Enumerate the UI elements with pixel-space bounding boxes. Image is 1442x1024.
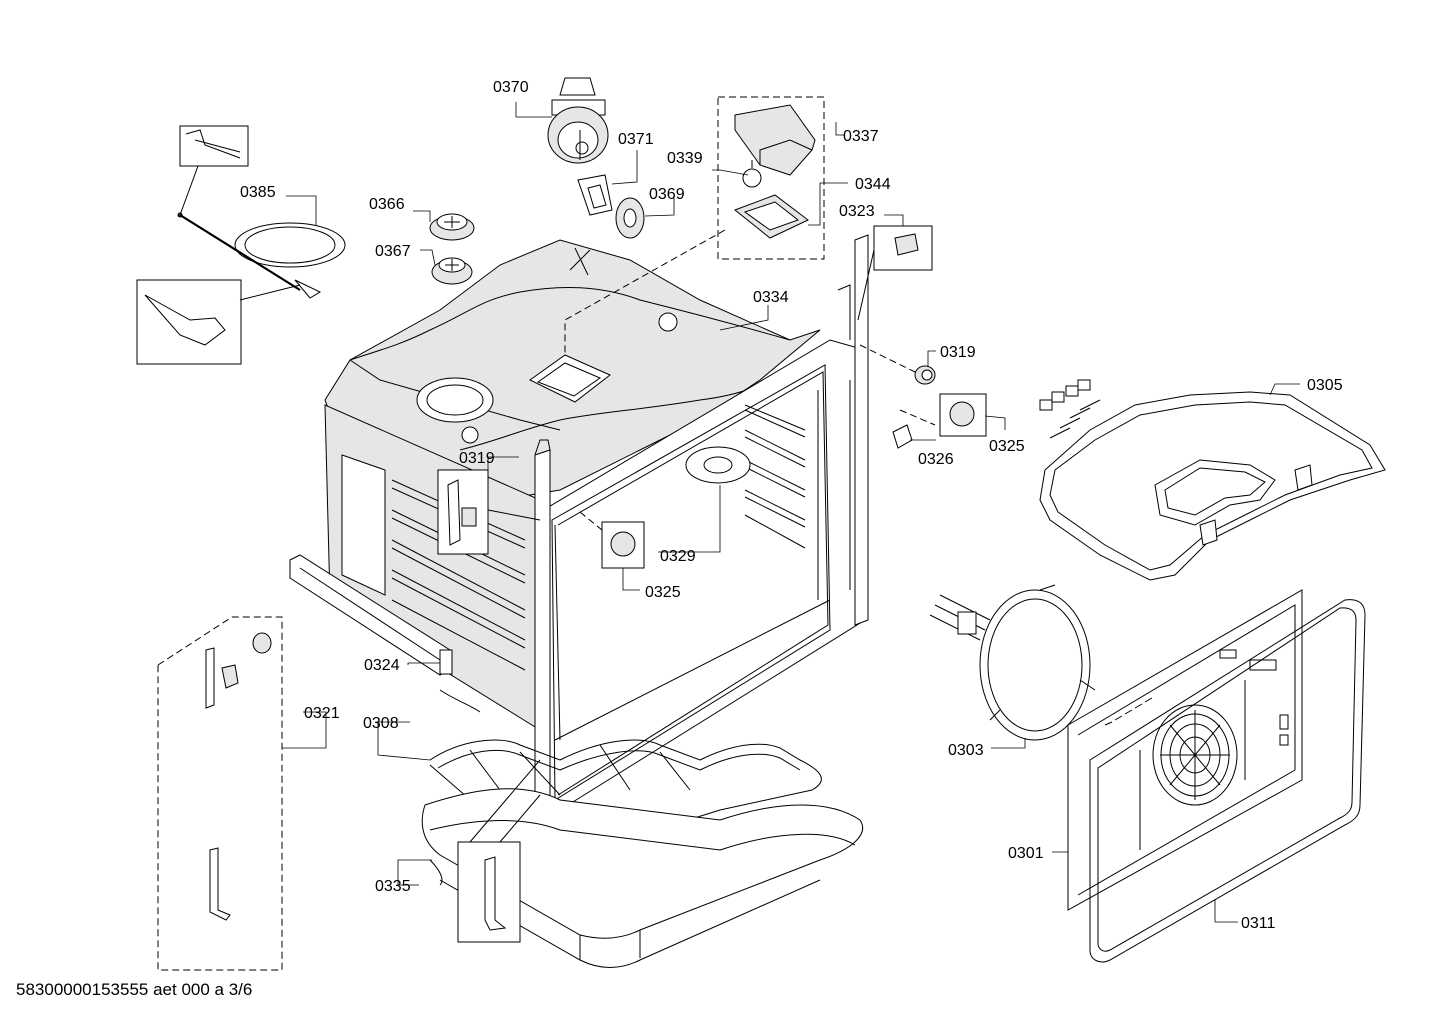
lamp-assembly-box bbox=[717, 96, 825, 260]
label-0319-right: 0319 bbox=[940, 344, 976, 361]
label-0329: 0329 bbox=[660, 548, 696, 565]
label-0323: 0323 bbox=[839, 203, 875, 220]
label-0321: 0321 bbox=[304, 705, 340, 722]
label-0371: 0371 bbox=[618, 131, 654, 148]
label-0334: 0334 bbox=[753, 289, 789, 306]
lamp-holder-left-box bbox=[437, 469, 541, 555]
top-grill-element bbox=[1039, 379, 1386, 581]
fan-motor bbox=[547, 77, 609, 164]
label-0366: 0366 bbox=[369, 196, 405, 213]
label-0308: 0308 bbox=[363, 715, 399, 732]
gasket-ring bbox=[615, 197, 645, 239]
clip-detail-box bbox=[857, 225, 933, 321]
temperature-sensor-cable bbox=[136, 125, 346, 365]
leader-lines bbox=[282, 102, 1300, 923]
label-0335: 0335 bbox=[375, 878, 411, 895]
knob-lower bbox=[431, 257, 473, 285]
knob-upper bbox=[429, 213, 475, 241]
door-seal bbox=[1089, 599, 1366, 963]
rear-panel bbox=[1067, 589, 1303, 911]
label-0303: 0303 bbox=[948, 742, 984, 759]
label-0385: 0385 bbox=[240, 184, 276, 201]
lamp-holder-right bbox=[859, 344, 936, 385]
retaining-clip bbox=[892, 409, 936, 449]
bottom-insulation-mat bbox=[421, 788, 863, 968]
label-0311: 0311 bbox=[1241, 915, 1276, 932]
label-0324: 0324 bbox=[364, 657, 400, 674]
label-0344: 0344 bbox=[855, 176, 891, 193]
label-0325-left: 0325 bbox=[645, 584, 681, 601]
part-labels: 0370 0371 0339 0337 0344 0369 0385 0366 … bbox=[240, 79, 1343, 932]
oven-cavity-housing bbox=[324, 234, 869, 816]
label-0367: 0367 bbox=[375, 243, 411, 260]
rail-bracket-kit bbox=[157, 616, 283, 971]
label-0319-left: 0319 bbox=[459, 450, 495, 467]
bottom-bracket-box bbox=[457, 759, 541, 943]
label-0305: 0305 bbox=[1307, 377, 1343, 394]
label-0325-right: 0325 bbox=[989, 438, 1025, 455]
document-id: 58300000153555 aet 000 a 3/6 bbox=[16, 980, 253, 999]
label-0369: 0369 bbox=[649, 186, 685, 203]
side-rail bbox=[289, 554, 453, 676]
lamp-cover-right bbox=[939, 393, 987, 437]
label-0301: 0301 bbox=[1008, 845, 1044, 862]
label-0339: 0339 bbox=[667, 150, 703, 167]
label-0326: 0326 bbox=[918, 451, 954, 468]
circular-heating-element bbox=[929, 584, 1096, 741]
motor-bracket bbox=[577, 174, 613, 216]
label-0370: 0370 bbox=[493, 79, 529, 96]
label-0337: 0337 bbox=[843, 128, 879, 145]
